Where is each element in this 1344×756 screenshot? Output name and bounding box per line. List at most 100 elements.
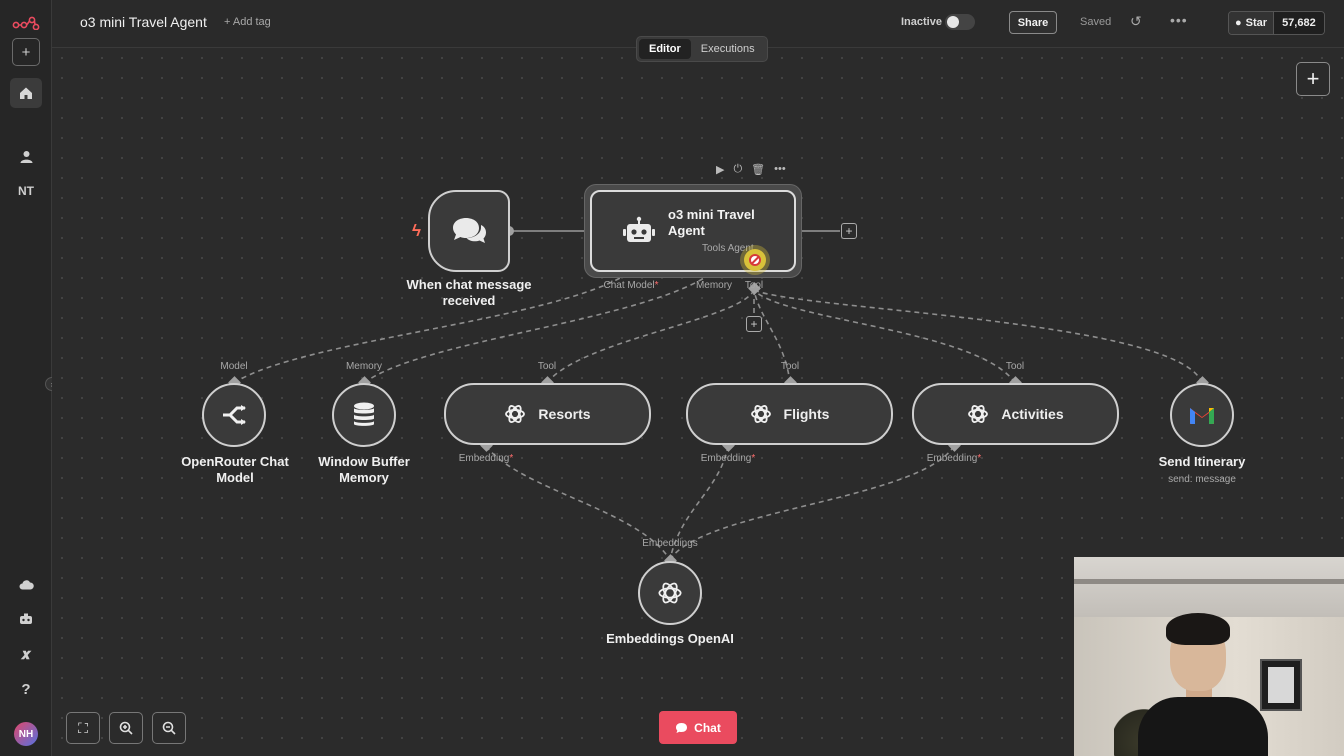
port-chat-model: Chat Model* <box>603 280 659 291</box>
help-icon: ? <box>21 680 31 698</box>
more-options-icon[interactable]: ••• <box>774 163 786 175</box>
box-icon <box>20 613 32 624</box>
zoom-out-button[interactable] <box>152 712 186 744</box>
templates-button[interactable] <box>10 604 42 634</box>
port-embedding-activities: Embedding* <box>926 453 982 464</box>
node-send-itinerary[interactable] <box>1170 383 1234 447</box>
node-flights[interactable]: Flights <box>686 383 893 445</box>
add-node-button[interactable]: + <box>1296 62 1330 96</box>
openai-icon <box>505 405 526 423</box>
chat-bubbles-icon <box>453 218 486 243</box>
more-options-icon[interactable]: ••• <box>1170 12 1188 28</box>
port-embedding-flights: Embedding* <box>700 453 756 464</box>
share-button[interactable]: Share <box>1009 11 1057 34</box>
workflow-title[interactable]: o3 mini Travel Agent <box>80 14 207 30</box>
node-resorts[interactable]: Resorts <box>444 383 651 445</box>
chevron-right-icon: › <box>51 380 54 389</box>
github-star-count: 57,682 <box>1273 12 1324 34</box>
cloud-icon <box>19 579 34 589</box>
database-icon <box>354 402 374 426</box>
port-tool-resorts: Tool <box>537 361 557 372</box>
left-sidebar: + NT 𝒙 ? NH <box>0 0 52 756</box>
home-button[interactable] <box>10 78 42 108</box>
openrouter-icon <box>223 405 246 425</box>
port-memory: Memory <box>695 280 733 291</box>
chat-button-label: Chat <box>694 720 721 735</box>
history-icon[interactable]: ↺ <box>1130 13 1142 29</box>
port-embedding-resorts: Embedding* <box>458 453 514 464</box>
user-icon <box>20 150 32 163</box>
zoom-in-button[interactable] <box>109 712 143 744</box>
node-label-send-itinerary: Send Itinerary <box>1158 454 1246 469</box>
mode-tabs: Editor Executions <box>636 36 768 62</box>
cloud-button[interactable] <box>10 569 42 599</box>
zoom-out-icon <box>162 721 176 735</box>
agent-subtitle: Tools Agent <box>702 243 754 254</box>
play-icon[interactable]: ▶ <box>716 164 725 176</box>
node-embeddings-openai[interactable] <box>638 561 702 625</box>
fit-view-button[interactable]: ⛶ <box>66 712 100 744</box>
port-tool-activities: Tool <box>1005 361 1025 372</box>
github-star-label: Star <box>1245 17 1268 29</box>
github-icon: ● <box>1235 17 1242 29</box>
node-toolbar: ▶ ⏻ 🗑 ••• <box>716 163 786 176</box>
plus-icon: + <box>21 43 31 61</box>
node-label-flights: Flights <box>783 406 830 422</box>
webcam-overlay <box>1074 557 1344 756</box>
variables-button[interactable]: 𝒙 <box>10 639 42 669</box>
active-toggle[interactable] <box>945 14 975 30</box>
zoom-in-icon <box>119 721 133 735</box>
port-memory-node: Memory <box>345 361 383 372</box>
tab-executions[interactable]: Executions <box>700 43 755 55</box>
new-workflow-button[interactable]: + <box>12 38 40 66</box>
add-after-agent-button[interactable]: + <box>841 223 857 239</box>
home-icon <box>20 87 32 99</box>
openai-icon <box>968 405 989 423</box>
trash-icon[interactable]: 🗑 <box>751 164 766 176</box>
node-activities[interactable]: Activities <box>912 383 1119 445</box>
port-tool: Tool <box>744 280 764 291</box>
plus-icon: + <box>1306 66 1320 91</box>
avatar[interactable]: NH <box>14 722 38 746</box>
port-tool-flights: Tool <box>780 361 800 372</box>
openai-icon <box>658 582 682 604</box>
variables-icon: 𝒙 <box>21 645 31 663</box>
gmail-icon <box>1190 408 1214 424</box>
agent-title: o3 mini Travel Agent <box>668 207 755 238</box>
status-label: Inactive <box>901 16 942 28</box>
node-window-buffer-memory[interactable] <box>332 383 396 447</box>
node-chat-trigger[interactable] <box>428 190 510 272</box>
node-label-resorts: Resorts <box>538 406 591 422</box>
github-star-button[interactable]: ●Star 57,682 <box>1228 11 1325 35</box>
node-openrouter[interactable] <box>202 383 266 447</box>
power-icon[interactable]: ⏻ <box>733 163 743 175</box>
toggle-knob <box>947 16 959 28</box>
chat-icon <box>676 722 688 733</box>
help-button[interactable]: ? <box>10 674 42 704</box>
trigger-bolt-icon: ϟ <box>412 221 421 240</box>
node-subtitle-send-itinerary: send: message <box>1168 474 1236 485</box>
chat-button[interactable]: Chat <box>659 711 737 744</box>
add-tag-link[interactable]: + Add tag <box>224 16 271 28</box>
fullscreen-icon: ⛶ <box>78 719 88 736</box>
wall-picture <box>1260 659 1302 711</box>
node-label-chat-trigger: When chat message received <box>406 277 532 308</box>
n8n-logo-icon[interactable] <box>10 8 42 38</box>
node-label-memory: Window Buffer Memory <box>318 454 410 485</box>
node-label-openrouter: OpenRouter Chat Model <box>181 454 289 485</box>
port-model: Model <box>220 361 248 372</box>
port-embeddings: Embeddings <box>642 538 698 549</box>
saved-status: Saved <box>1080 16 1112 28</box>
node-label-embeddings: Embeddings OpenAI <box>606 631 734 646</box>
robot-icon <box>623 216 655 242</box>
project-nt-button[interactable]: NT <box>18 184 34 198</box>
add-tool-button[interactable]: + <box>746 316 762 332</box>
personal-button[interactable] <box>10 141 42 171</box>
openai-icon <box>750 405 771 423</box>
node-label-activities: Activities <box>1001 406 1064 422</box>
disabled-badge-icon <box>744 249 766 271</box>
tab-editor[interactable]: Editor <box>639 39 691 59</box>
plus-icon: + <box>845 224 853 238</box>
plus-icon: + <box>750 317 758 331</box>
